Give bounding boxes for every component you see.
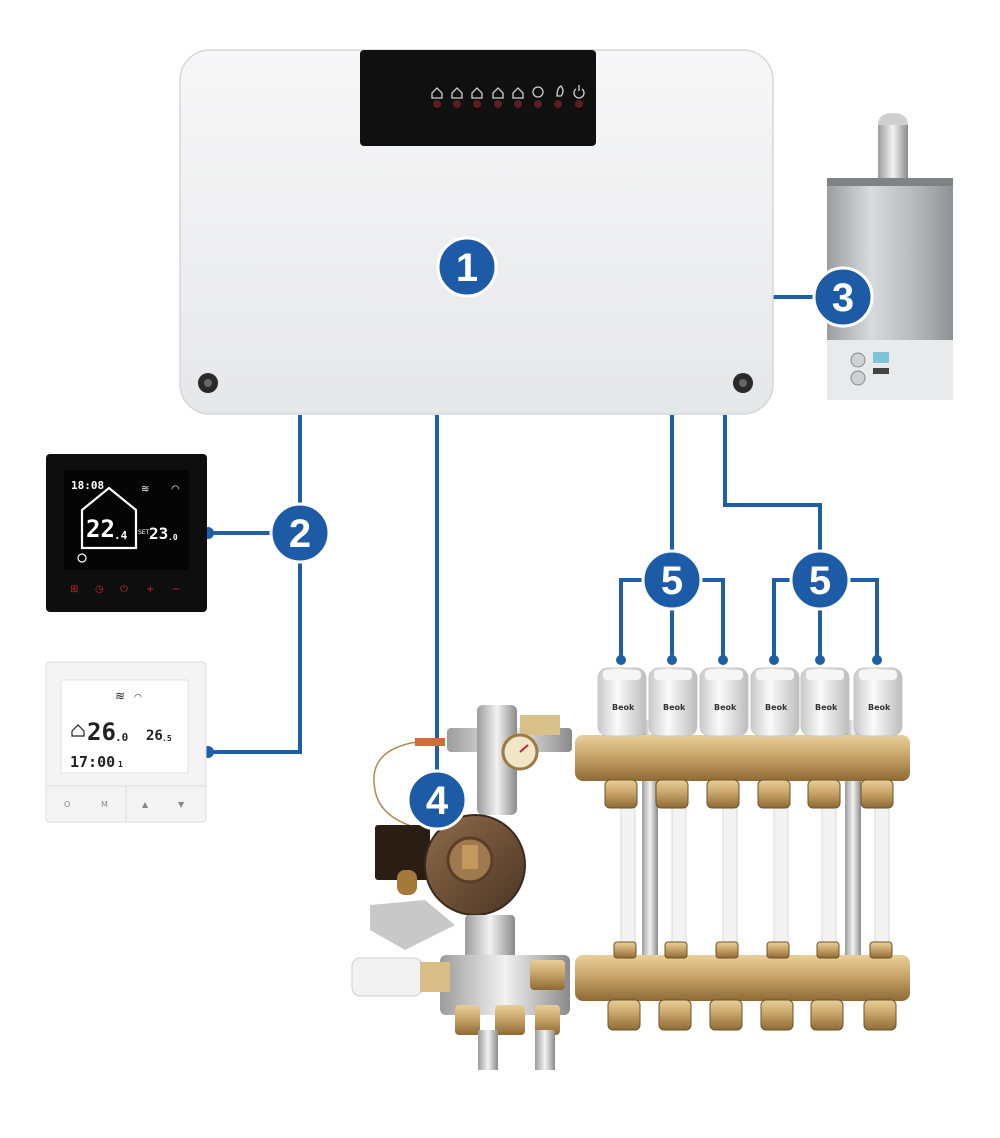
badge-actuators-b: 5 [789,549,851,611]
pump-mixing-group [351,705,572,1070]
badge-actuators-a: 5 [641,549,703,611]
white-thermostat: 26 .0 26 .5 17:00 1 ≋ ◠ O M ▲ ▼ [45,661,207,823]
minus-button-icon: − [172,584,180,595]
white-thermostat-m-button[interactable]: M [101,800,108,809]
badge-pump-number: 4 [426,779,449,823]
badge-thermostats: 2 [269,502,331,564]
wifi-icon: ◠ [134,693,142,703]
boiler-control-panel [827,340,953,400]
actuator-valve: Beok [699,667,749,737]
white-thermostat-down-button[interactable]: ▼ [178,800,185,809]
white-thermostat-up-button[interactable]: ▲ [142,800,149,809]
actuator-valve: Beok [648,667,698,737]
heat-waves-icon: ≋ [115,689,125,703]
white-thermostat-lcd [60,679,189,774]
black-thermostat-room-temp: 22 [86,515,115,543]
mode-button-icon: ⊞ [70,584,78,595]
boiler-flue-pipe [878,125,908,183]
upper-fittings [604,779,894,809]
black-thermostat-lcd [64,470,189,570]
gas-boiler [827,113,953,400]
white-thermostat-set-temp: 26 [146,728,163,744]
black-thermostat-clock: 18:08 [71,479,104,492]
badge-thermostats-number: 2 [289,512,311,556]
lower-top-fittings [613,941,893,959]
home-icon [71,724,85,737]
controller-screws [198,373,753,393]
badge-controller: 1 [436,236,498,298]
white-thermostat-room-temp: 26 [87,718,116,746]
white-thermostat-day: 1 [118,760,123,769]
badge-actuators-a-number: 5 [661,559,683,603]
lower-fittings [607,999,897,1031]
badge-controller-number: 1 [456,246,478,290]
black-thermostat-set-decimal: .0 [168,533,178,542]
capillary-wire [373,739,446,831]
clock-button-icon: ◷ [95,584,104,595]
actuator-valves: Beok Beok Beok Beok Beok [597,667,903,737]
black-thermostat-set-label: SET [138,529,150,536]
white-thermostat-o-button[interactable]: O [64,800,70,809]
manifold-bracket-left [642,720,658,1000]
manifold-upper-bar [575,735,910,781]
house-outline-icon [80,486,138,550]
manifold-bracket-right [845,720,861,1000]
line-actuators-b-right [842,578,879,660]
badge-boiler-number: 3 [832,276,854,320]
line-controller-to-actuators-b [723,415,822,560]
badge-boiler: 3 [812,266,874,328]
manifold-lower-bar [575,955,910,1001]
actuator-valve: Beok [800,667,850,737]
actuator-brand-label: Beok [714,703,737,712]
line-actuators-a-left [619,578,650,660]
controller-indicator-leds [433,100,583,108]
actuator-valve: Beok [597,667,647,737]
line-actuators-a-right [694,578,725,660]
black-thermostat-room-decimal: .4 [114,529,128,542]
pump-actuator-box [375,825,430,880]
actuator-brand-label: Beok [868,703,891,712]
black-thermostat-set-temp: 23 [149,524,168,543]
heat-waves-icon: ≋ [141,484,149,495]
boiler-knob-right [850,370,866,386]
wifi-icon: ◠ [171,484,180,495]
white-thermostat-room-decimal: .0 [115,731,128,744]
controller-indicator-icons [431,85,585,99]
actuator-brand-label: Beok [765,703,788,712]
actuator-brand-label: Beok [815,703,838,712]
manifold-pipes [620,799,890,961]
badge-pump: 4 [406,769,468,831]
clock-icon [77,553,87,563]
black-thermostat: 18:08 22 .4 SET 23 .0 ≋ ◠ ⊞ ◷ ⏻ + − [46,454,207,612]
boiler-knob-left [850,352,866,368]
white-thermostat-clock: 17:00 [70,753,115,771]
actuator-valve: Beok [853,667,903,737]
manifold: Beok Beok Beok Beok Beok [575,667,910,1031]
actuator-brand-label: Beok [663,703,686,712]
central-controller [179,49,774,415]
actuator-brand-label: Beok [612,703,635,712]
actuator-valve: Beok [750,667,800,737]
boiler-lcd [873,352,889,363]
badge-actuators-b-number: 5 [809,559,831,603]
black-thermostat-touch-buttons: ⊞ ◷ ⏻ + − [70,584,180,595]
power-button-icon: ⏻ [120,584,128,595]
line-controller-to-thermostats [210,415,302,754]
white-thermostat-set-decimal: .5 [162,734,172,743]
plus-button-icon: + [146,584,154,595]
